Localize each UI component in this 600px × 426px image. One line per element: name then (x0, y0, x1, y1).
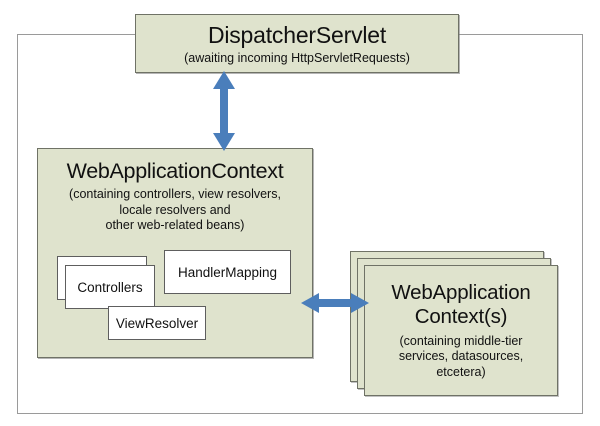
web-application-context-subtitle-line2: locale resolvers and (119, 202, 231, 217)
context-to-root-context-arrow-icon (301, 293, 369, 313)
dispatcher-servlet-subtitle: (awaiting incoming HttpServletRequests) (184, 50, 410, 65)
root-context-title-line1: WebApplication (391, 280, 531, 304)
controllers-label: Controllers (77, 279, 143, 295)
web-application-context-title: WebApplicationContext (66, 159, 284, 183)
dispatcher-servlet-box: DispatcherServlet (awaiting incoming Htt… (135, 14, 459, 73)
root-context-title: WebApplication Context(s) (391, 281, 530, 329)
handler-mapping-box: HandlerMapping (164, 250, 291, 294)
root-context-subtitle-line3: etcetera) (436, 364, 486, 379)
root-context-title-line2: Context(s) (414, 304, 508, 328)
root-context-stack-layer-front: WebApplication Context(s) (containing mi… (364, 265, 558, 396)
view-resolver-box: ViewResolver (108, 306, 206, 340)
root-context-subtitle: (containing middle-tier services, dataso… (393, 334, 529, 381)
web-application-context-subtitle-line1: (containing controllers, view resolvers, (69, 187, 281, 201)
web-application-context-subtitle-line3: other web-related beans) (105, 218, 245, 232)
root-context-subtitle-line1: (containing middle-tier (399, 333, 523, 348)
controllers-box: Controllers (65, 265, 155, 309)
root-context-subtitle-line2: services, datasources, (398, 349, 524, 364)
dispatcher-to-context-arrow-icon (213, 71, 235, 151)
web-application-context-subtitle: (containing controllers, view resolvers,… (44, 187, 306, 234)
view-resolver-label: ViewResolver (115, 315, 199, 331)
controllers-stack: Controllers (57, 256, 157, 310)
root-web-application-contexts-stack: WebApplication Context(s) (containing mi… (350, 251, 558, 396)
dispatcher-servlet-title: DispatcherServlet (207, 21, 387, 48)
web-application-context-box: WebApplicationContext (containing contro… (37, 148, 313, 358)
handler-mapping-label: HandlerMapping (177, 264, 278, 280)
